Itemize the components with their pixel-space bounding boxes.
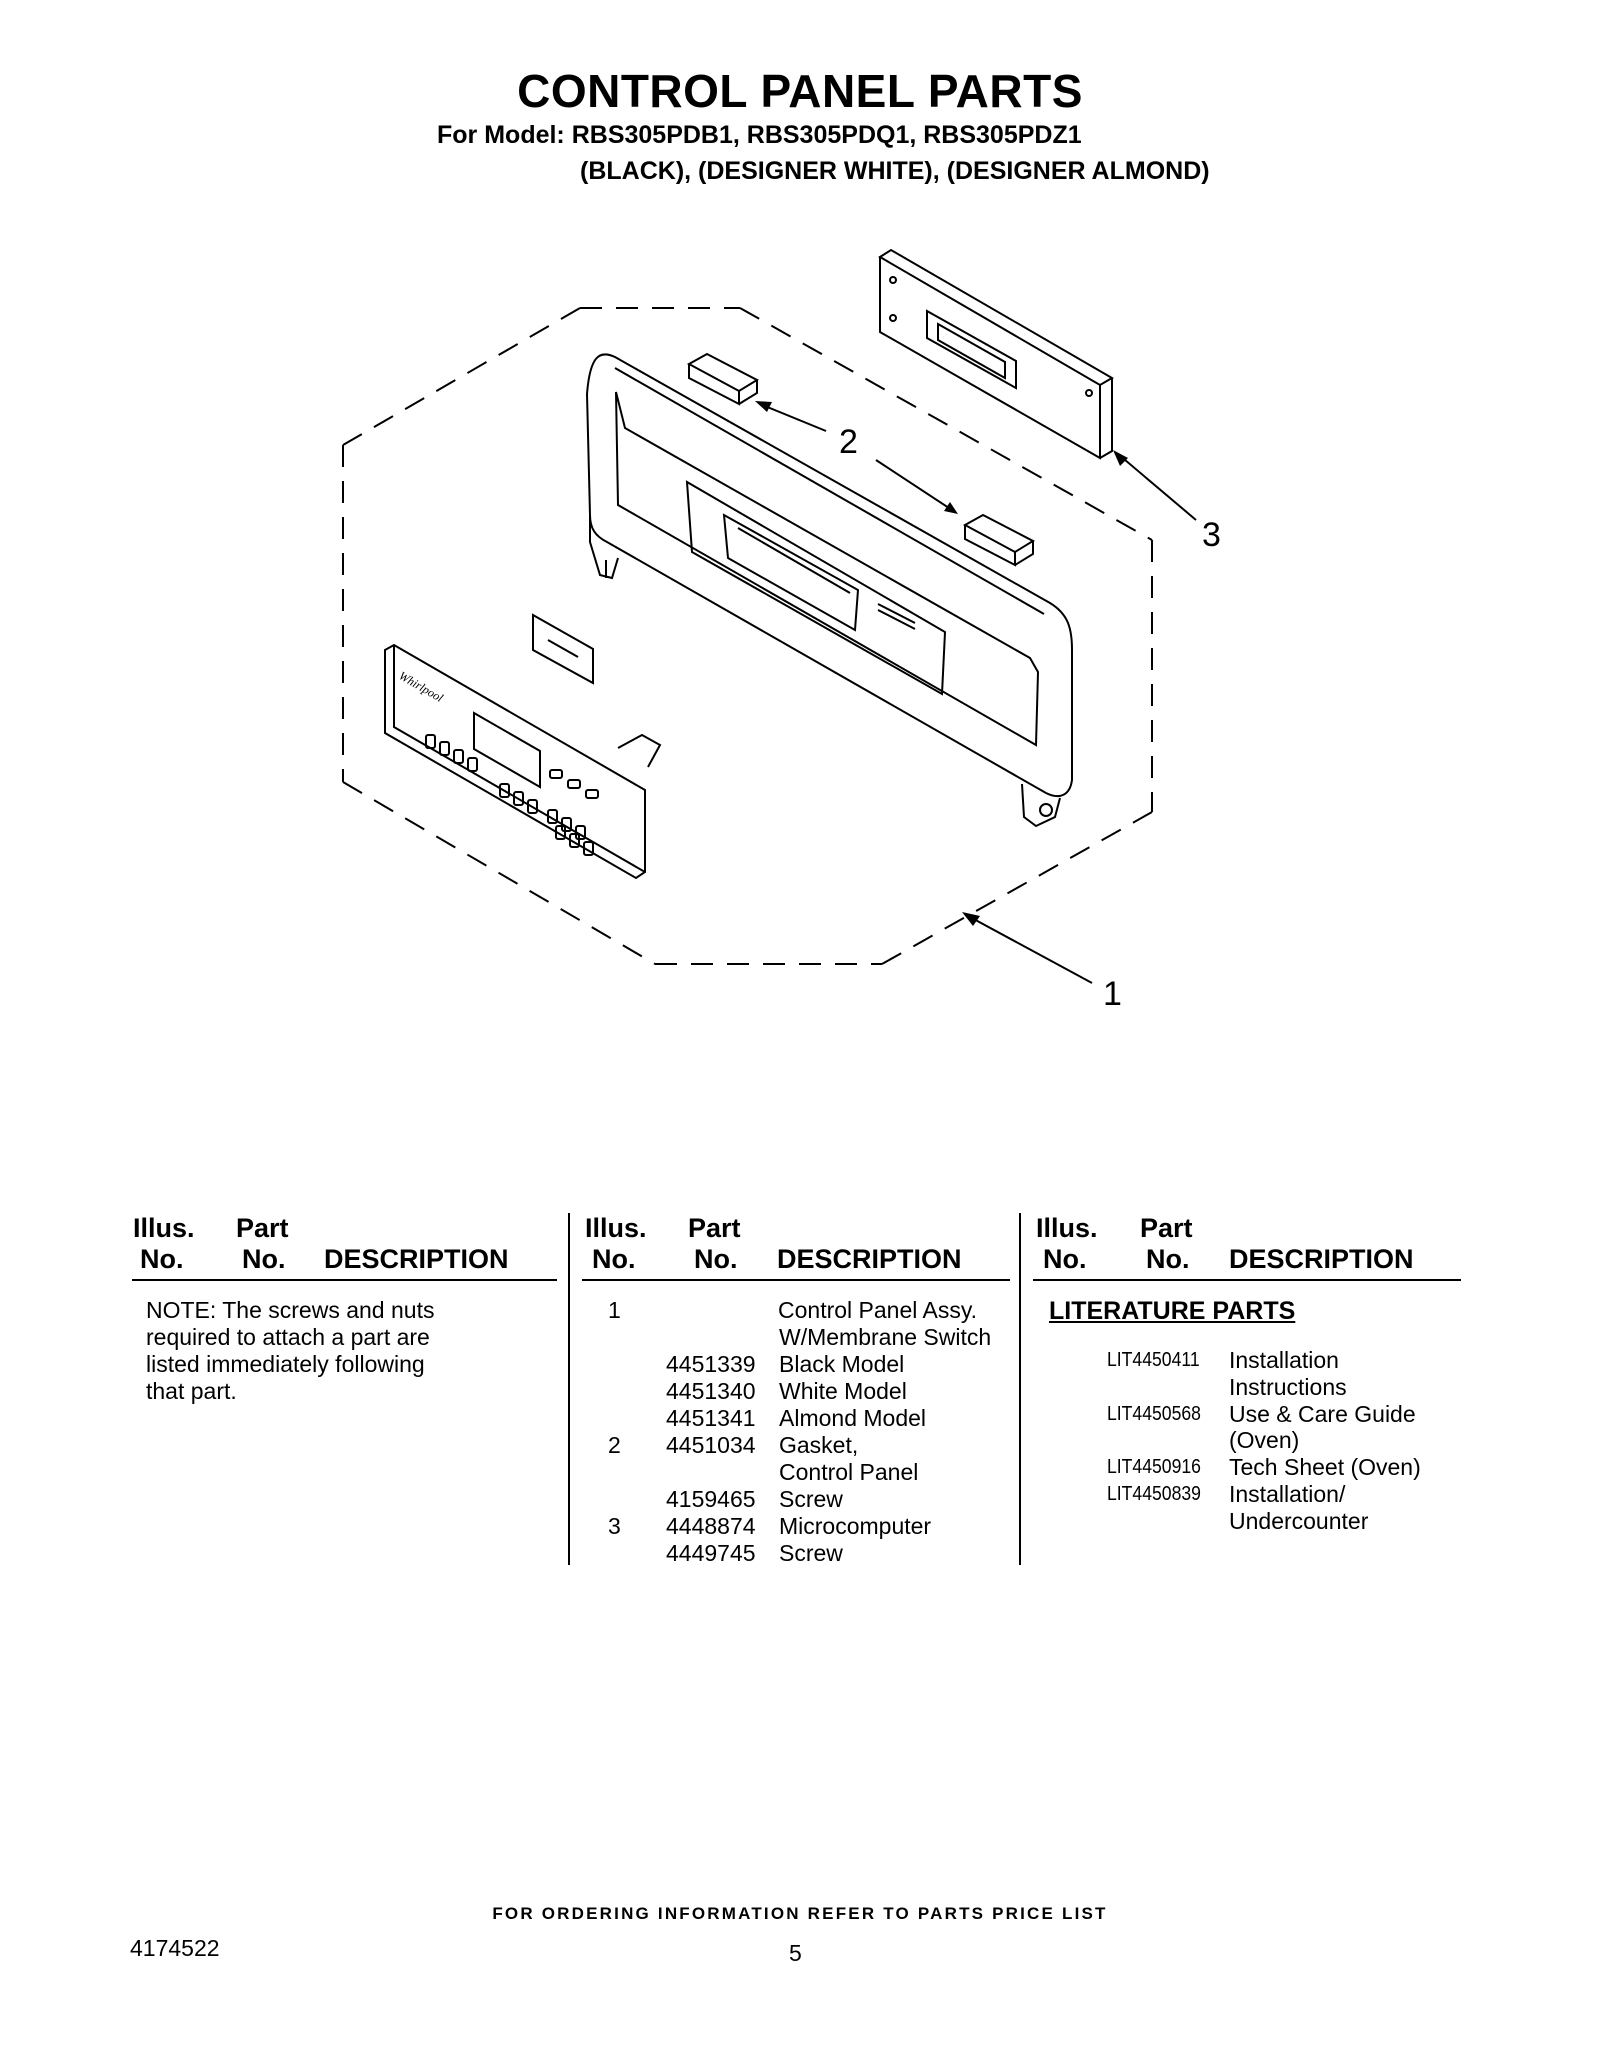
row-part-no: 4448874: [666, 1513, 756, 1539]
note-line: NOTE: The screws and nuts: [146, 1297, 435, 1323]
page-title: CONTROL PANEL PARTS: [517, 65, 1083, 117]
col2-part-header: Part No.: [688, 1213, 741, 1274]
literature-part-no: LIT4450839: [1107, 1483, 1201, 1505]
col3-description-header: DESCRIPTION: [1229, 1244, 1414, 1274]
col3-header-rule: [1033, 1279, 1461, 1281]
row-illus-no: 2: [608, 1432, 621, 1458]
literature-title: LITERATURE PARTS: [1049, 1297, 1296, 1325]
exploded-parts-diagram: 1 2 3 Whirlpool: [342, 248, 1221, 1013]
arrowheads: [755, 401, 1128, 926]
col2-description-header: DESCRIPTION: [777, 1244, 962, 1274]
control-overlay: [384, 643, 646, 880]
row-description: Black Model: [779, 1351, 905, 1377]
col1-part-header: Part No.: [236, 1213, 289, 1274]
row-description: Control Panel: [779, 1459, 919, 1485]
row-part-no: 4451340: [666, 1378, 756, 1404]
literature-part-no: LIT4450916: [1107, 1456, 1201, 1478]
gasket-upper: [686, 352, 760, 406]
color-line: (BLACK), (DESIGNER WHITE), (DESIGNER ALM…: [580, 157, 1210, 185]
col1-illus-header: Illus. No.: [133, 1213, 195, 1274]
literature-part-no: LIT4450568: [1107, 1403, 1201, 1425]
control-panel-housing: [585, 353, 1073, 828]
document-number: 4174522: [130, 1935, 220, 1961]
model-line: For Model: RBS305PDB1, RBS305PDQ1, RBS30…: [437, 121, 1082, 149]
note-line: required to attach a part are: [146, 1324, 430, 1350]
col3-part-header: Part No.: [1140, 1213, 1193, 1274]
callout-leaders: [759, 403, 1197, 984]
literature-description: Installation/: [1229, 1481, 1346, 1507]
col3-illus-header: Illus. No.: [1036, 1213, 1098, 1274]
row-description: Screw: [779, 1540, 843, 1566]
row-description: Control Panel Assy.: [778, 1297, 978, 1323]
row-part-no: 4159465: [666, 1486, 756, 1512]
literature-description: Use & Care Guide: [1229, 1401, 1416, 1427]
row-description: Screw: [779, 1486, 843, 1512]
gasket-lower: [962, 513, 1036, 567]
row-illus-no: 1: [608, 1297, 621, 1323]
assembly-outline: [342, 307, 1153, 965]
callout-1: 1: [1103, 975, 1122, 1013]
microcomputer-board: [878, 248, 1114, 460]
row-illus-no: 3: [608, 1513, 621, 1539]
callout-3: 3: [1202, 516, 1221, 554]
row-description: White Model: [779, 1378, 907, 1404]
whirlpool-logo: Whirlpool: [397, 668, 447, 705]
overlay-buttons: [425, 734, 599, 856]
row-description: Almond Model: [779, 1405, 927, 1431]
literature-description: Installation: [1229, 1347, 1339, 1373]
literature-description: Instructions: [1229, 1374, 1347, 1400]
row-part-no: 4451339: [666, 1351, 756, 1377]
literature-description: Undercounter: [1229, 1508, 1369, 1534]
column-divider-2: [1019, 1213, 1021, 1565]
note-line: listed immediately following: [146, 1351, 425, 1377]
ordering-note: FOR ORDERING INFORMATION REFER TO PARTS …: [492, 1904, 1108, 1923]
page-number: 5: [789, 1940, 802, 1966]
membrane-tail: [532, 613, 662, 768]
column-divider-1: [568, 1213, 570, 1565]
literature-description: (Oven): [1229, 1427, 1300, 1453]
literature-description: Tech Sheet (Oven): [1229, 1454, 1421, 1480]
note-line: that part.: [146, 1378, 237, 1404]
row-description: Microcomputer: [779, 1513, 932, 1539]
row-part-no: 4451341: [666, 1405, 756, 1431]
row-part-no: 4449745: [666, 1540, 756, 1566]
callout-2: 2: [839, 423, 858, 461]
col1-header-rule: [132, 1279, 557, 1281]
col2-header-rule: [582, 1279, 1010, 1281]
row-part-no: 4451034: [666, 1432, 756, 1458]
row-description: W/Membrane Switch: [779, 1324, 992, 1350]
col1-description-header: DESCRIPTION: [324, 1244, 509, 1274]
col2-illus-header: Illus. No.: [585, 1213, 647, 1274]
literature-part-no: LIT4450411: [1107, 1349, 1200, 1371]
row-description: Gasket,: [779, 1432, 859, 1458]
